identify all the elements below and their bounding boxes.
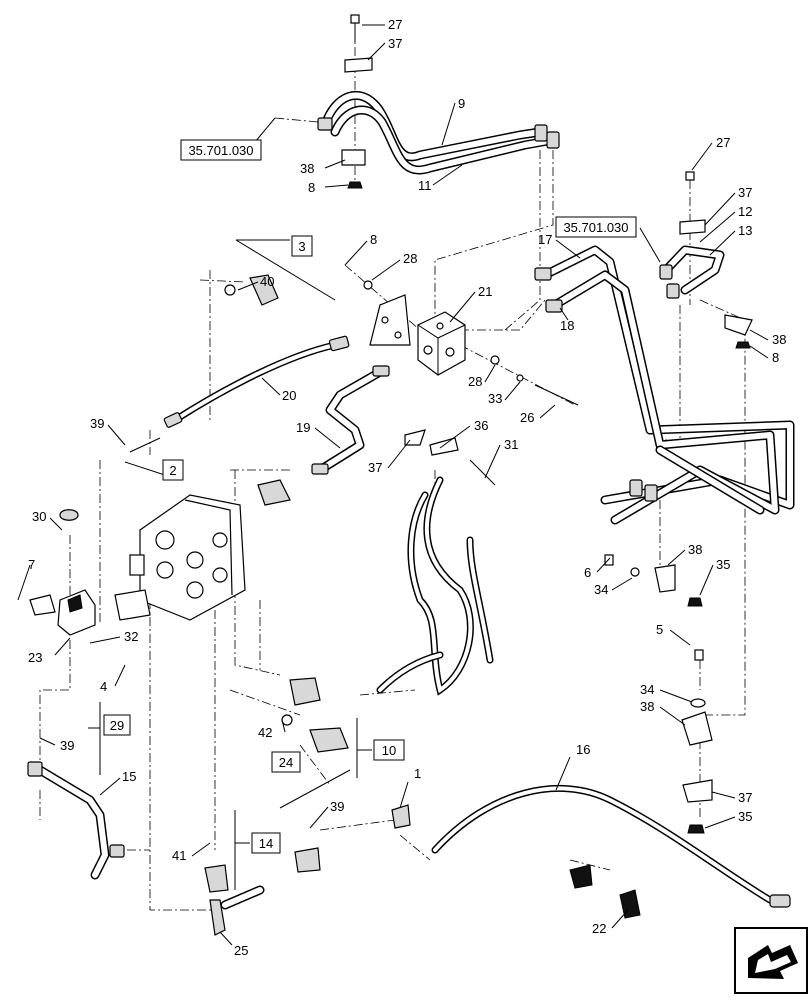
boxed-ref-24: 24 [279, 755, 293, 770]
section-ref-left: 35.701.030 [188, 143, 253, 158]
callout-25: 25 [234, 943, 248, 958]
callout-39: 39 [60, 738, 74, 753]
callout-28: 28 [468, 374, 482, 389]
callout-5: 5 [656, 622, 663, 637]
callout-22: 22 [592, 921, 606, 936]
boxed-ref-2: 2 [169, 463, 176, 478]
lower-fittings [27, 509, 411, 936]
arrow-navigation-icon [734, 927, 808, 994]
center-hose [376, 429, 496, 696]
callout-4: 4 [100, 679, 107, 694]
boxed-ref-29: 29 [110, 718, 124, 733]
callout-12: 12 [738, 204, 752, 219]
clamps-right [604, 554, 713, 834]
callout-15: 15 [122, 769, 136, 784]
hose-16 [431, 785, 791, 919]
callout-9: 9 [458, 96, 465, 111]
callout-19: 19 [296, 420, 310, 435]
callout-37: 37 [738, 185, 752, 200]
manifold-block [363, 280, 579, 406]
callout-28: 28 [403, 251, 417, 266]
leader-lines [17, 24, 769, 946]
section-reference-labels: 35.701.030 35.701.030 [188, 143, 628, 235]
callout-6: 6 [584, 565, 591, 580]
boxed-ref-10: 10 [382, 743, 396, 758]
reference-boxes [103, 139, 637, 854]
boxed-ref-3: 3 [298, 239, 305, 254]
callout-41: 41 [172, 848, 186, 863]
callout-37: 37 [368, 460, 382, 475]
callout-34: 34 [640, 682, 654, 697]
callout-36: 36 [474, 418, 488, 433]
callout-1: 1 [414, 766, 421, 781]
callout-26: 26 [520, 410, 534, 425]
callout-7: 7 [28, 557, 35, 572]
callout-16: 16 [576, 742, 590, 757]
callout-13: 13 [738, 223, 752, 238]
callout-35: 35 [716, 557, 730, 572]
part-callouts: 27 37 9 11 38 8 27 37 12 13 17 18 38 8 8… [28, 17, 786, 958]
callout-21: 21 [478, 284, 492, 299]
callout-8: 8 [370, 232, 377, 247]
callout-35: 35 [738, 809, 752, 824]
callout-38: 38 [640, 699, 654, 714]
callout-11: 11 [418, 178, 432, 193]
callout-37: 37 [738, 790, 752, 805]
callout-20: 20 [282, 388, 296, 403]
callout-8: 8 [772, 350, 779, 365]
callout-27: 27 [716, 135, 730, 150]
callout-17: 17 [538, 232, 552, 247]
callout-37: 37 [388, 36, 402, 51]
tube-assembly-right [534, 171, 795, 525]
callout-38: 38 [772, 332, 786, 347]
callout-33: 33 [488, 391, 502, 406]
callout-27: 27 [388, 17, 402, 32]
callout-40: 40 [260, 274, 274, 289]
callout-18: 18 [560, 318, 574, 333]
section-ref-right: 35.701.030 [563, 220, 628, 235]
callout-38: 38 [688, 542, 702, 557]
callout-34: 34 [594, 582, 608, 597]
callout-23: 23 [28, 650, 42, 665]
callout-30: 30 [32, 509, 46, 524]
callout-38: 38 [300, 161, 314, 176]
callout-32: 32 [124, 629, 138, 644]
callout-39: 39 [330, 799, 344, 814]
callout-39: 39 [90, 416, 104, 431]
hose-and-tube-left [163, 274, 390, 506]
callout-31: 31 [504, 437, 518, 452]
assembly-lines [39, 30, 746, 911]
boxed-reference-labels: 3 2 29 10 24 14 [110, 239, 396, 851]
callout-8: 8 [308, 180, 315, 195]
boxed-ref-14: 14 [259, 836, 273, 851]
control-valve [114, 494, 246, 621]
callout-42: 42 [258, 725, 272, 740]
tube-assembly-top [317, 14, 560, 189]
